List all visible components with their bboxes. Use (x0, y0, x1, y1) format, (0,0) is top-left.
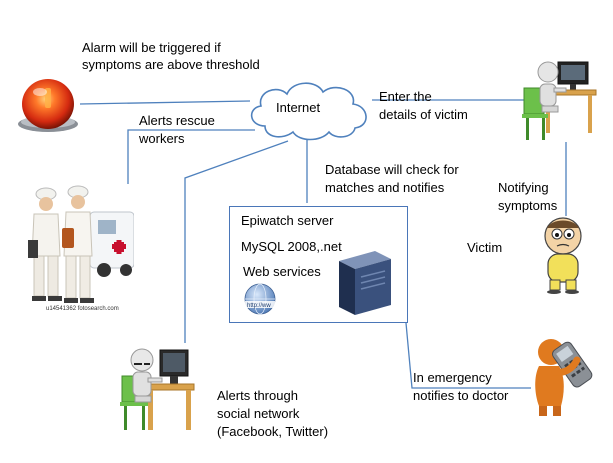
epiwatch-server-box: Epiwatch server MySQL 2008,.net Web serv… (229, 206, 408, 323)
server-title: Epiwatch server (241, 213, 334, 228)
server-web-services: Web services (243, 264, 321, 279)
web-globe-icon: http://ww (244, 283, 276, 315)
server-database: MySQL 2008,.net (241, 239, 342, 254)
alarm-light-icon (18, 79, 78, 132)
social-user-icon (120, 348, 195, 430)
victim-label: Victim (467, 240, 503, 255)
social-network-label: Alerts through social network (Facebook,… (217, 388, 329, 439)
rescue-workers-icon (28, 185, 135, 303)
alerts-rescue-label: Alerts rescue workers (139, 113, 215, 146)
server-icon (339, 251, 391, 315)
line-internet-social (184, 140, 289, 343)
stock-photo-caption: u14541362 fotosearch.com (46, 306, 119, 312)
alarm-label: Alarm will be triggered if symptoms are … (82, 40, 260, 72)
computer-user-icon (522, 61, 597, 140)
database-label: Database will check for matches and noti… (325, 162, 459, 195)
line-internet-rescue (127, 129, 255, 184)
line-server-doctor (405, 322, 531, 389)
line-alarm-internet (79, 100, 251, 105)
rescue-workers-photo: u14541362 fotosearch.com (22, 184, 135, 316)
globe-text: http://ww (247, 303, 271, 309)
internet-label: Internet (276, 100, 321, 115)
emergency-label: In emergency notifies to doctor (413, 370, 509, 403)
victim-icon (544, 217, 582, 294)
internet-cloud-icon (250, 82, 367, 141)
doctor-phone-icon (535, 339, 593, 416)
notifying-label: Notifying symptoms (498, 180, 558, 213)
enter-details-label: Enter the details of victim (379, 89, 468, 122)
